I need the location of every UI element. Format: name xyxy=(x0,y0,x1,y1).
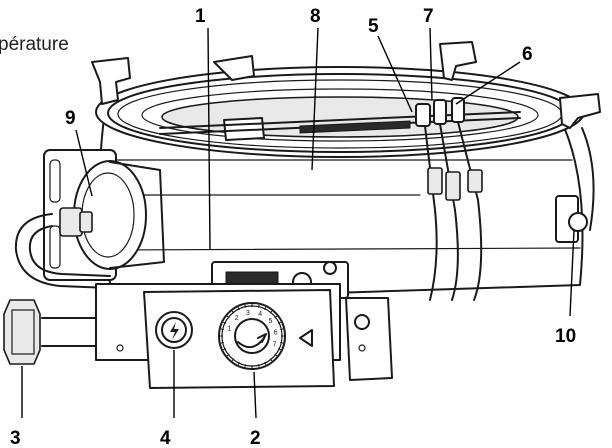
dial-tick-label: 2 xyxy=(235,315,239,322)
dial-tick-mark xyxy=(231,310,235,314)
dial-tick-mark xyxy=(237,306,240,311)
dial-tick-mark xyxy=(274,353,278,357)
side-bracket xyxy=(555,127,595,243)
leader-lines xyxy=(21,27,575,419)
dial-tick-label: 4 xyxy=(258,311,262,318)
dial-tick-label: 3 xyxy=(246,310,250,317)
dial-tick-mark xyxy=(269,358,273,362)
dial-tick-mark xyxy=(226,353,230,357)
dial-tick-mark xyxy=(280,328,284,330)
dial-tick-mark xyxy=(274,315,278,319)
dial-tick-mark xyxy=(258,304,260,308)
dial-tick-label: 6 xyxy=(274,329,278,336)
pan-brackets xyxy=(91,41,601,141)
dial-tick-mark xyxy=(220,328,224,330)
ignition-button[interactable] xyxy=(155,311,193,349)
dial-tick-mark xyxy=(280,342,284,344)
callout-6: 6 xyxy=(522,44,533,65)
capillary-connectors xyxy=(427,167,483,301)
dial-tick-mark xyxy=(231,358,235,362)
dial-tick-mark xyxy=(264,361,267,366)
dial-tick-mark xyxy=(226,315,230,319)
callout-4: 4 xyxy=(160,428,171,448)
callout-5: 5 xyxy=(368,16,379,37)
dial-tick-mark xyxy=(237,361,240,366)
burner-body xyxy=(98,117,584,301)
dial-tick-mark xyxy=(244,304,246,308)
callout-labels: 1 2 3 4 5 6 7 8 9 10 xyxy=(10,6,576,448)
dial-tick-mark xyxy=(277,348,282,351)
callout-2: 2 xyxy=(250,428,261,448)
dial-tick-mark xyxy=(264,306,267,311)
callout-1: 1 xyxy=(195,6,206,27)
dial-tick-mark xyxy=(258,364,260,368)
spark-icon xyxy=(170,322,179,340)
callout-7: 7 xyxy=(423,6,434,27)
dial-tick-mark xyxy=(222,348,227,351)
caption-text: pérature xyxy=(0,34,69,55)
dial-tick-label: 5 xyxy=(268,318,272,325)
gas-pipe xyxy=(3,207,133,365)
dial-tick-mark xyxy=(244,364,246,368)
dial-tick-mark xyxy=(277,321,282,324)
dial-tick-mark xyxy=(269,310,273,314)
dial-tick-mark xyxy=(222,321,227,324)
triangle-pointer-icon xyxy=(299,329,313,347)
callout-10: 10 xyxy=(555,326,576,347)
dial-tick-mark xyxy=(220,342,224,344)
callout-8: 8 xyxy=(310,6,321,27)
temperature-dial[interactable]: 123 456 7 xyxy=(218,302,313,370)
callout-3: 3 xyxy=(10,428,21,448)
dial-tick-label: 1 xyxy=(227,325,231,332)
callout-9: 9 xyxy=(65,108,76,129)
dial-tick-ring: 123 456 7 xyxy=(220,304,284,368)
dial-tick-label: 7 xyxy=(273,342,277,349)
